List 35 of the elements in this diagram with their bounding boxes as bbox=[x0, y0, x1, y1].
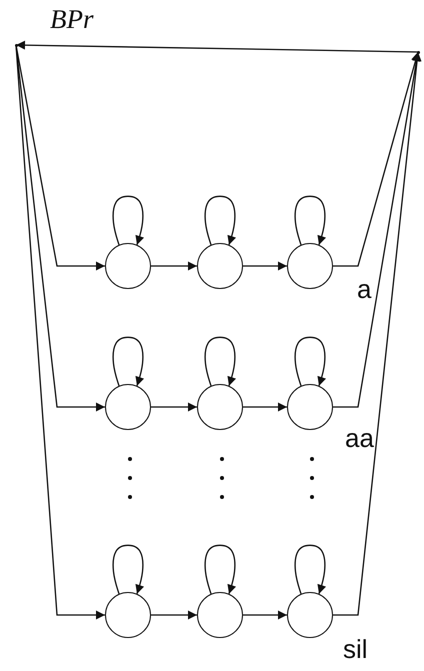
self-loop-arrow bbox=[294, 544, 326, 594]
junction-point bbox=[14, 44, 18, 46]
self-loop-arrow bbox=[204, 196, 236, 246]
arrow bbox=[151, 402, 197, 412]
state-circle bbox=[287, 592, 333, 638]
arrow bbox=[16, 40, 418, 53]
arrow bbox=[151, 262, 197, 270]
state-circle bbox=[105, 243, 151, 289]
self-loop-arrow bbox=[294, 196, 326, 246]
state-circle bbox=[287, 243, 333, 289]
state-circle bbox=[287, 384, 333, 430]
arrow bbox=[333, 52, 420, 267]
self-loop-arrow bbox=[204, 336, 236, 386]
arrow bbox=[243, 262, 287, 270]
arrow bbox=[151, 610, 197, 620]
state-circle bbox=[105, 384, 151, 430]
self-loop-arrow bbox=[112, 544, 144, 594]
state-circle bbox=[197, 384, 243, 430]
self-loop-arrow bbox=[112, 196, 144, 246]
arrow bbox=[243, 402, 287, 412]
row-label: sil bbox=[343, 636, 368, 662]
self-loop-arrow bbox=[112, 336, 144, 386]
arrow bbox=[15, 44, 105, 620]
arrow bbox=[333, 52, 421, 408]
junction-point bbox=[416, 50, 420, 54]
arrow bbox=[333, 52, 422, 616]
self-loop-arrow bbox=[204, 544, 236, 594]
self-loop-arrow bbox=[294, 336, 326, 386]
state-circle bbox=[197, 243, 243, 289]
arrow bbox=[243, 610, 287, 620]
row-label: aa bbox=[345, 425, 374, 451]
state-circle bbox=[105, 592, 151, 638]
edge-label: BPr bbox=[50, 6, 94, 33]
row-label: a bbox=[357, 276, 372, 302]
state-circle bbox=[197, 592, 243, 638]
